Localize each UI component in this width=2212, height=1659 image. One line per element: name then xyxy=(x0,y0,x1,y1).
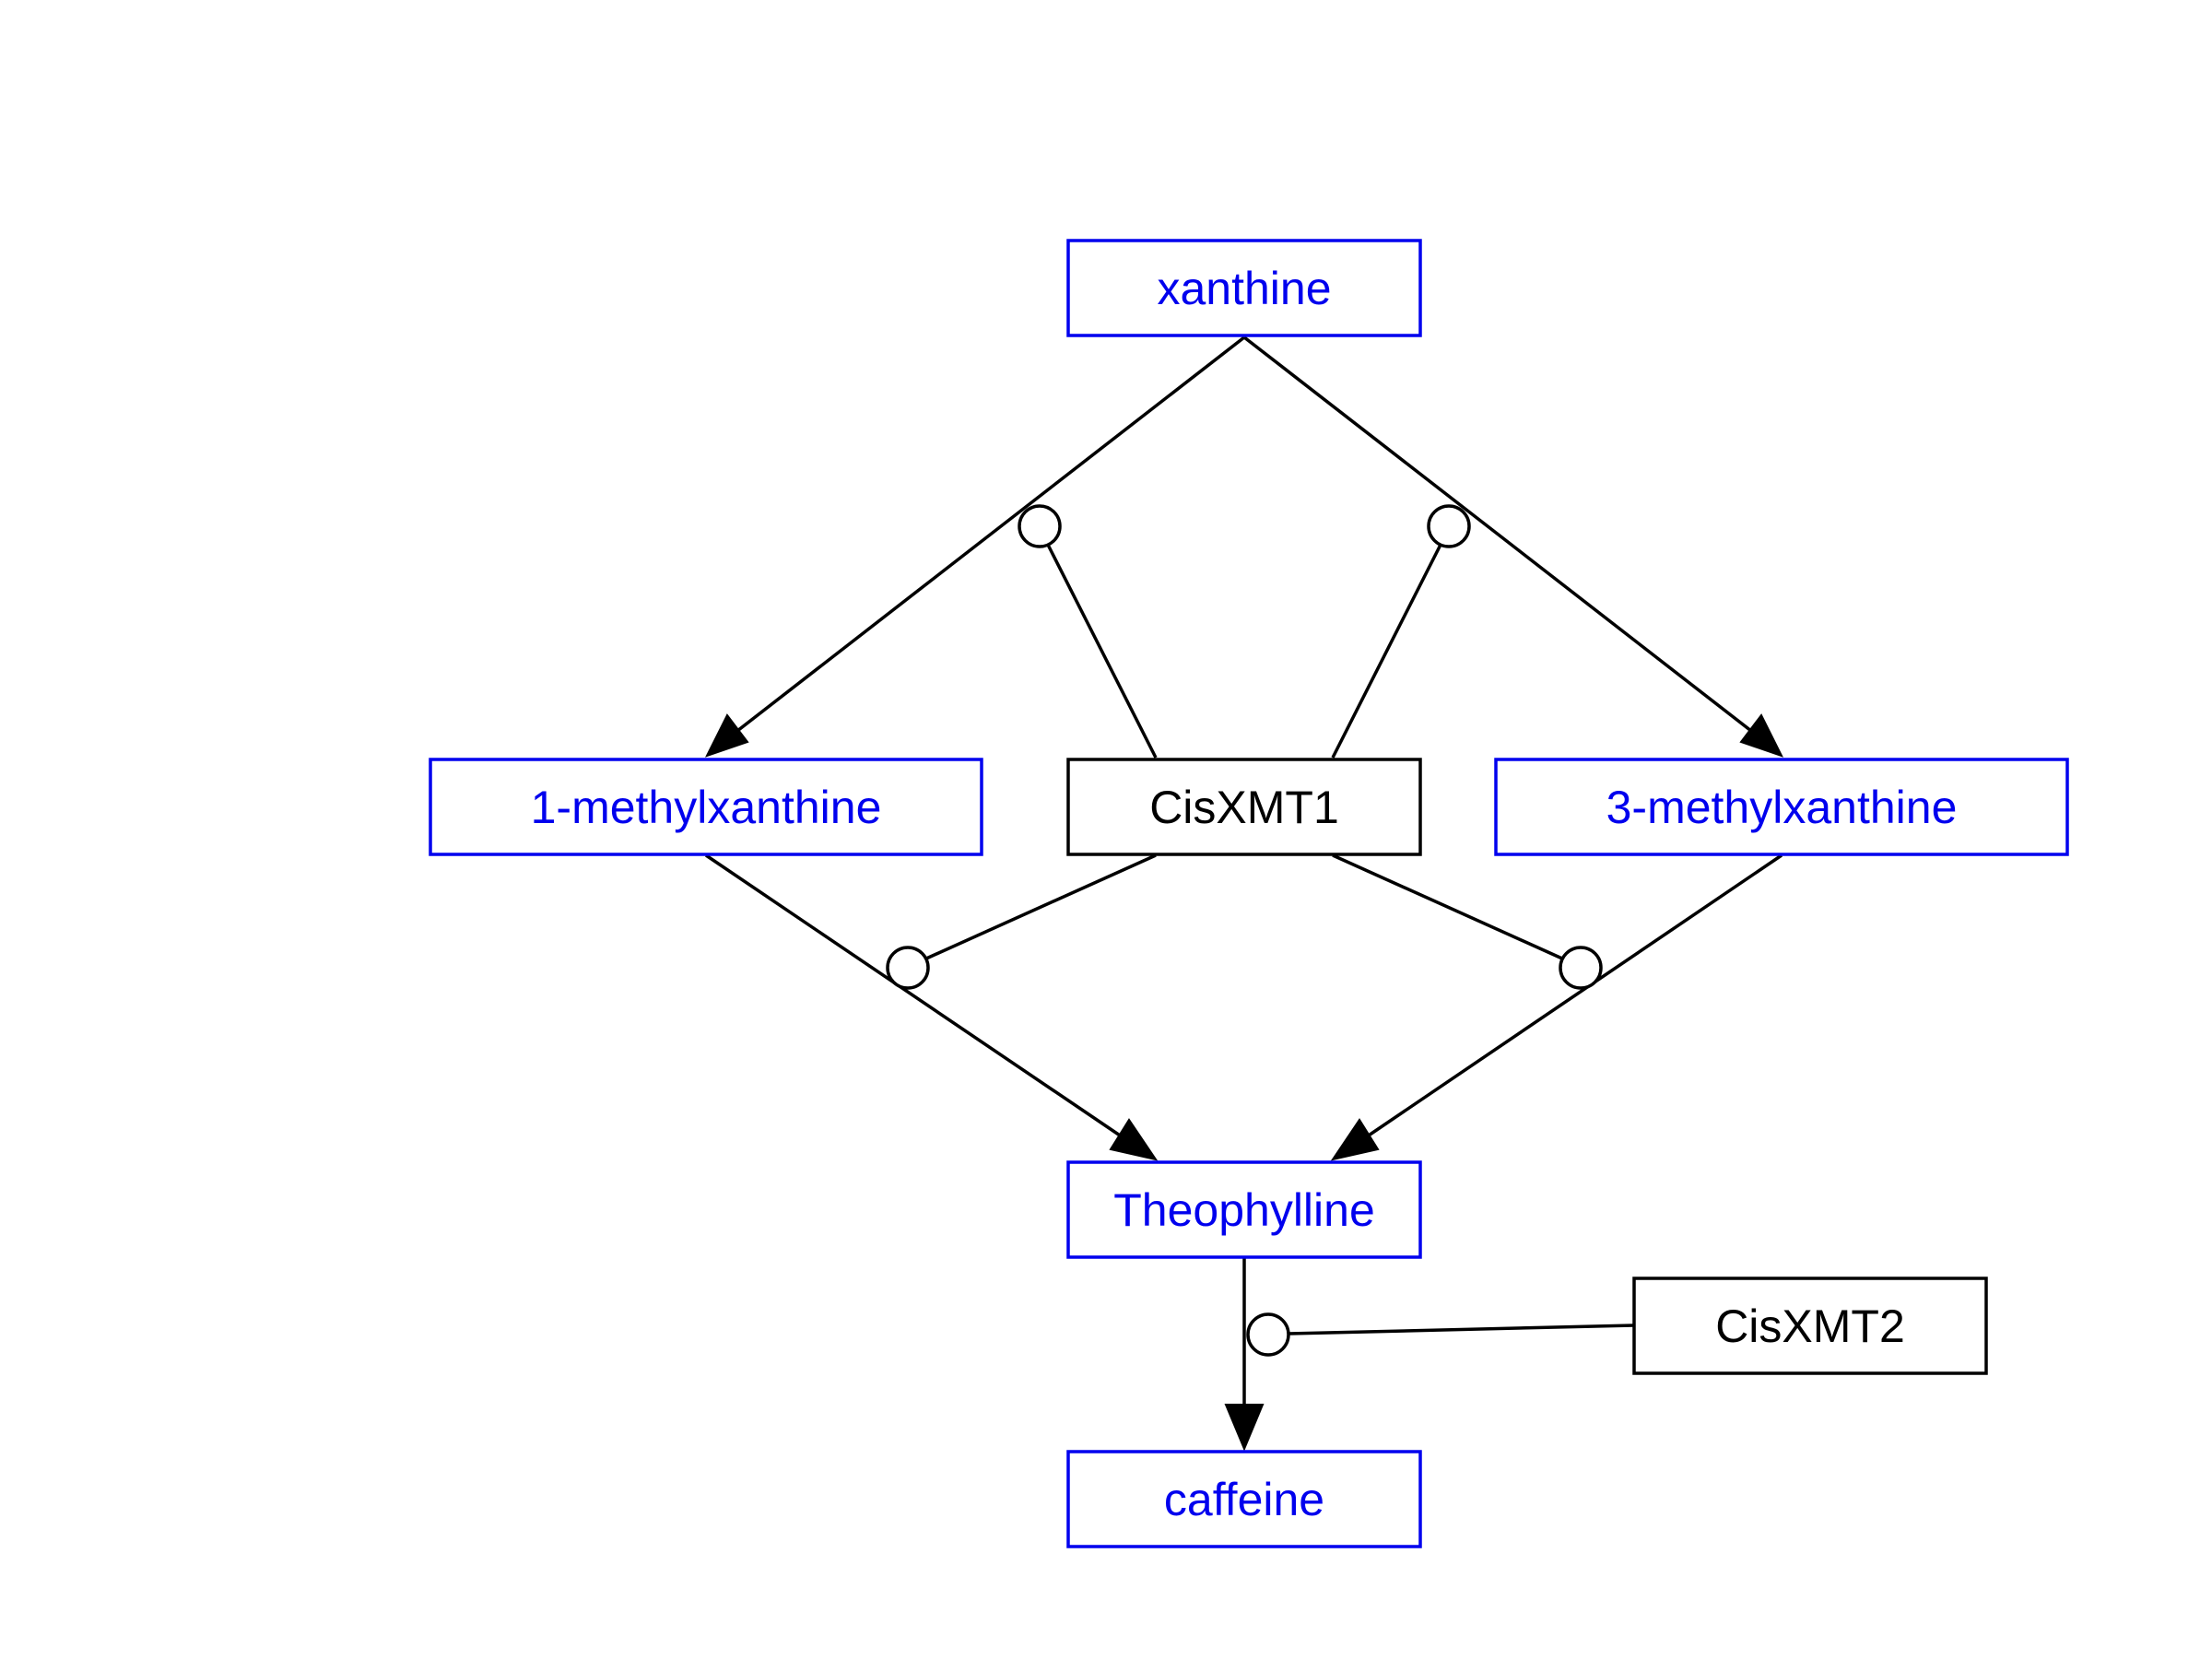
catalysis-circle xyxy=(1559,946,1603,990)
arrowhead-theophylline-left xyxy=(1109,1118,1159,1161)
caffeine-label: caffeine xyxy=(1164,1474,1324,1525)
cisxmt1-label: CisXMT1 xyxy=(1149,782,1339,833)
catalysis-link-cisxmt1-c xyxy=(925,853,1157,960)
3-methylxanthine-box xyxy=(1494,758,2069,856)
catalysis-link-cisxmt2 xyxy=(1288,1324,1635,1335)
node-theophylline[interactable]: Theophylline xyxy=(1066,1160,1422,1259)
catalysis-link-cisxmt1-b xyxy=(1331,544,1442,759)
edge-3-methylxanthine-to-theophylline xyxy=(1359,853,1783,1143)
cisxmt1-box xyxy=(1066,758,1422,856)
1-methylxanthine-box xyxy=(429,758,983,856)
arrowhead-1-methylxanthine xyxy=(705,713,749,758)
node-3-methylxanthine[interactable]: 3-methylxanthine xyxy=(1494,758,2069,856)
catalysis-markers xyxy=(886,504,1603,1357)
arrowhead-theophylline-right xyxy=(1330,1118,1380,1161)
node-cisxmt2[interactable]: CisXMT2 xyxy=(1632,1277,1988,1375)
edge-xanthine-to-1-methylxanthine xyxy=(735,335,1246,733)
node-1-methylxanthine[interactable]: 1-methylxanthine xyxy=(429,758,983,856)
catalysis-links xyxy=(925,544,1635,1335)
node-xanthine[interactable]: xanthine xyxy=(1066,239,1422,337)
edge-1-methylxanthine-to-theophylline xyxy=(705,853,1129,1143)
xanthine-box xyxy=(1066,239,1422,337)
theophylline-box xyxy=(1066,1160,1422,1259)
node-caffeine[interactable]: caffeine xyxy=(1066,1450,1422,1548)
xanthine-label: xanthine xyxy=(1157,263,1331,314)
arrowhead-caffeine xyxy=(1224,1404,1265,1452)
3-methylxanthine-label: 3-methylxanthine xyxy=(1606,782,1958,833)
arrowhead-3-methylxanthine xyxy=(1739,713,1783,758)
catalysis-link-cisxmt1-d xyxy=(1332,853,1563,960)
catalysis-circle xyxy=(1018,504,1062,548)
node-cisxmt1[interactable]: CisXMT1 xyxy=(1066,758,1422,856)
catalysis-circle xyxy=(1427,504,1471,548)
catalysis-link-cisxmt1-a xyxy=(1046,544,1158,759)
theophylline-label: Theophylline xyxy=(1113,1184,1375,1236)
reaction-edges xyxy=(705,335,1783,1452)
caffeine-box xyxy=(1066,1450,1422,1548)
cisxmt2-label: CisXMT2 xyxy=(1715,1300,1905,1352)
catalysis-circle xyxy=(886,946,930,990)
catalysis-circle xyxy=(1246,1312,1290,1357)
edge-xanthine-to-3-methylxanthine xyxy=(1242,335,1753,733)
1-methylxanthine-label: 1-methylxanthine xyxy=(531,782,882,833)
cisxmt2-box xyxy=(1632,1277,1988,1375)
